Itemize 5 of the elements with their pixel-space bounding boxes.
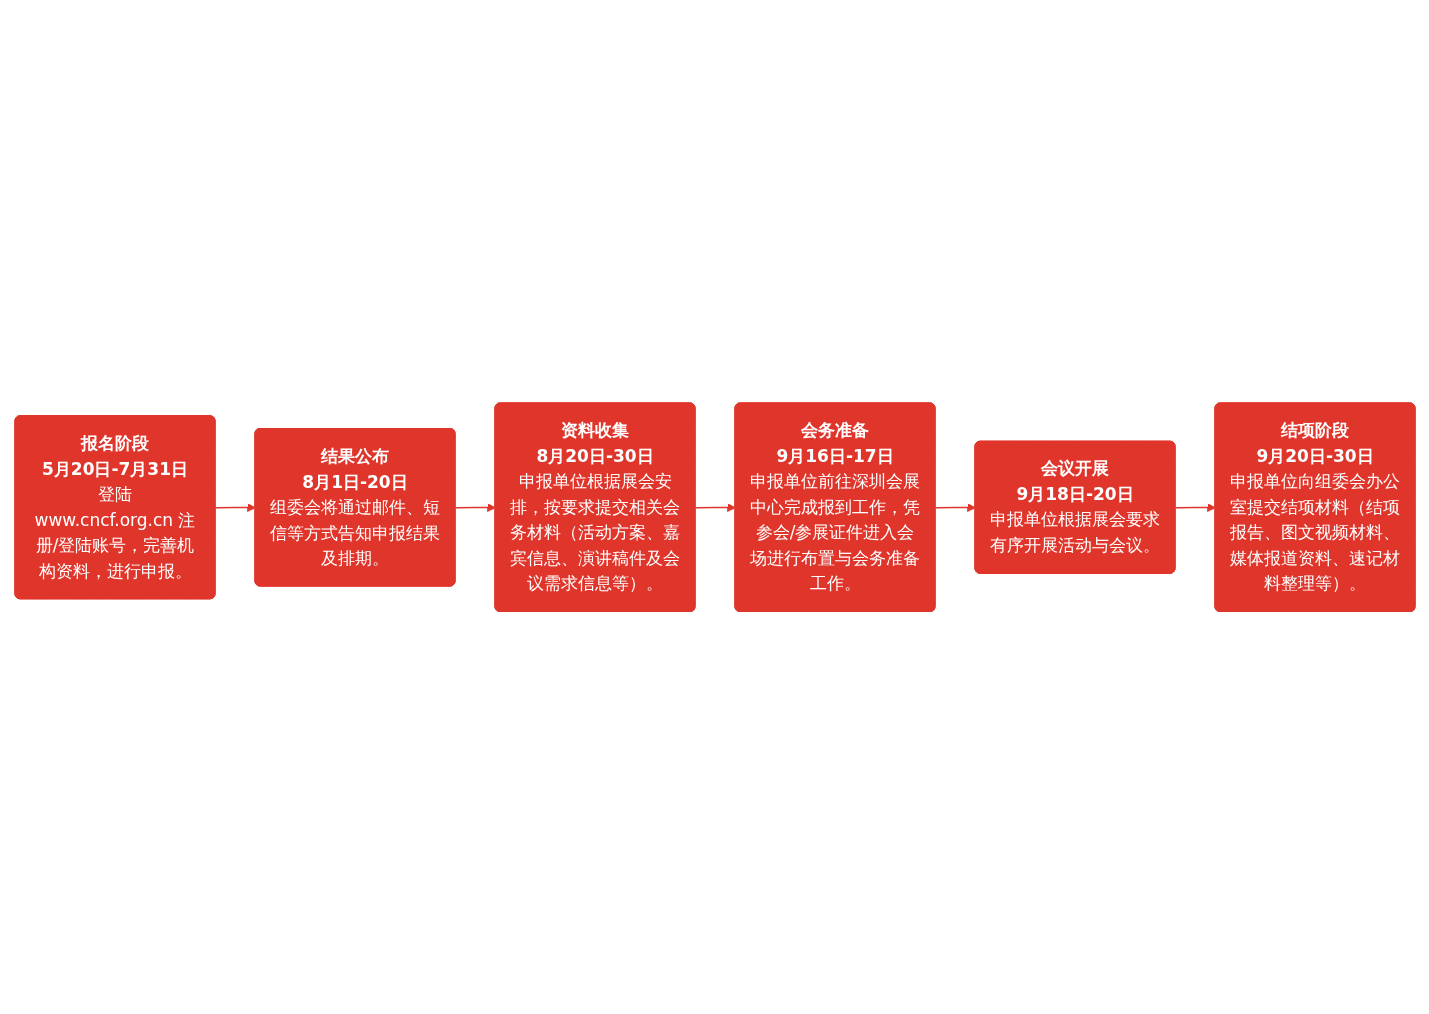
arrow [454,502,496,512]
arrow [214,502,256,512]
arrow [1174,502,1216,512]
arrow [934,502,976,512]
arrow [694,502,736,512]
